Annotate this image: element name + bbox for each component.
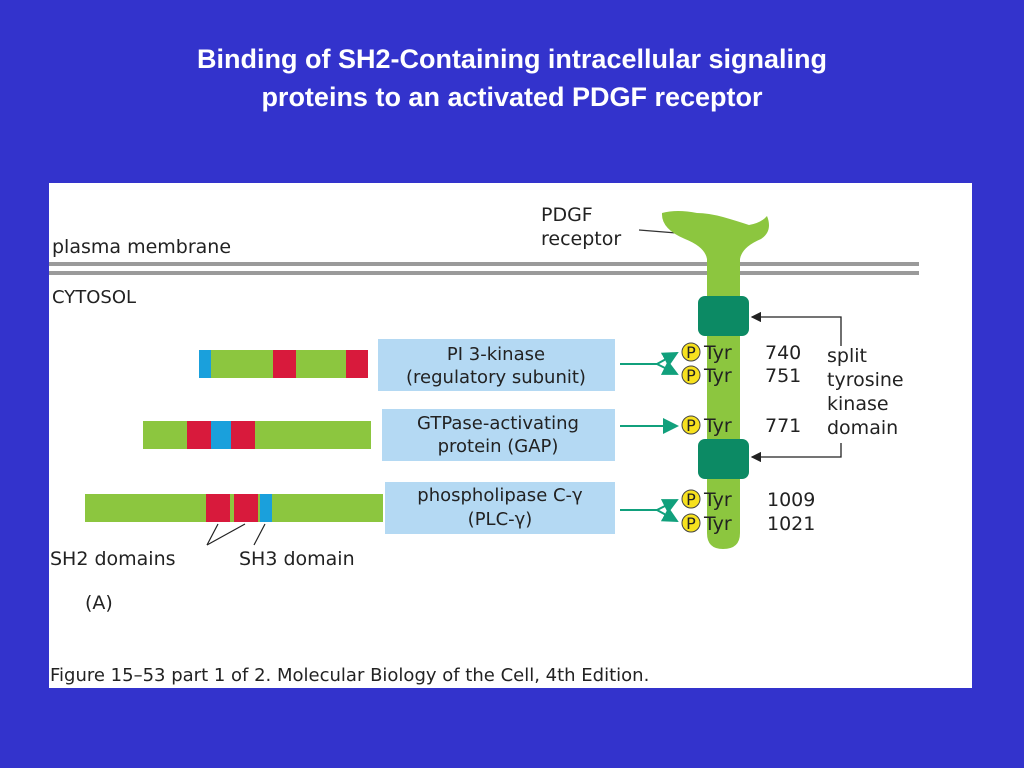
- tyr-label: Tyr: [703, 342, 732, 364]
- phospho-symbol: P: [686, 343, 696, 362]
- kinase-domain-lower: [698, 439, 749, 479]
- kinase-domain-upper: [698, 296, 749, 336]
- plc-binding-arrows: [620, 499, 679, 522]
- sh2-domain: [273, 350, 296, 378]
- tyr-label: Tyr: [703, 415, 732, 437]
- gap-label-line-1: GTPase-activating: [417, 413, 579, 434]
- pi3k-label-line-2: (regulatory subunit): [406, 367, 586, 388]
- sh2-domain: [231, 421, 255, 449]
- sh3-domain: [199, 350, 211, 378]
- figure-panel: plasma membrane CYTOSOL PDGF receptor P …: [49, 183, 972, 688]
- tyr-label: Tyr: [703, 365, 732, 387]
- phosphotyrosine-1021: P Tyr 1021: [681, 513, 815, 535]
- phosphotyrosine-740: P Tyr 740: [681, 342, 801, 364]
- phospho-symbol: P: [686, 490, 696, 509]
- plc-label-line-1: phospholipase C-γ: [417, 485, 583, 506]
- pdgf-receptor: [661, 211, 769, 549]
- sh3-domain: [211, 421, 231, 449]
- slide-title-line-2: proteins to an activated PDGF receptor: [261, 82, 763, 112]
- tyr-label: Tyr: [703, 489, 732, 511]
- site-number-751: 751: [765, 365, 801, 387]
- phospho-symbol: P: [686, 514, 696, 533]
- receptor-label-line-2: receptor: [541, 228, 621, 250]
- plasma-membrane-label: plasma membrane: [52, 236, 231, 258]
- slide-title-line-1: Binding of SH2-Containing intracellular …: [196, 44, 828, 74]
- plc-gamma-protein: [85, 494, 383, 522]
- phosphotyrosine-751: P Tyr 751: [681, 365, 801, 387]
- sh2-domain: [346, 350, 368, 378]
- site-number-1021: 1021: [767, 513, 815, 535]
- slide-title: Binding of SH2-Containing intracellular …: [0, 40, 1024, 116]
- pi3k-protein: [199, 350, 368, 378]
- plc-label-line-2: (PLC-γ): [468, 509, 533, 530]
- gap-protein: [143, 421, 371, 449]
- figure-caption: Figure 15–53 part 1 of 2. Molecular Biol…: [50, 665, 649, 686]
- kinase-domain-bracket: [750, 311, 842, 463]
- site-number-1009: 1009: [767, 489, 815, 511]
- sh3-domain: [260, 494, 272, 522]
- phospho-symbol: P: [686, 416, 696, 435]
- kinase-domain-label-line-1: split: [827, 345, 867, 367]
- kinase-domain-label-line-2: tyrosine: [827, 369, 904, 391]
- phosphotyrosine-771: P Tyr 771: [681, 415, 801, 437]
- plasma-membrane: [49, 262, 919, 275]
- phosphotyrosine-1009: P Tyr 1009: [681, 489, 815, 511]
- cytosol-label: CYTOSOL: [52, 287, 136, 308]
- pi3k-label-line-1: PI 3-kinase: [447, 344, 545, 365]
- kinase-domain-label-line-3: kinase: [827, 393, 889, 415]
- sh2-domain: [234, 494, 258, 522]
- pdgf-receptor-diagram: plasma membrane CYTOSOL PDGF receptor P …: [49, 204, 919, 686]
- kinase-domain-label-line-4: domain: [827, 417, 898, 439]
- sh2-domain: [206, 494, 230, 522]
- tyr-label: Tyr: [703, 513, 732, 535]
- gap-label-box: [382, 409, 615, 461]
- site-number-740: 740: [765, 342, 801, 364]
- receptor-label-line-1: PDGF: [541, 204, 593, 226]
- domain-callout-lines: [206, 523, 266, 546]
- pi3k-label-box: [378, 339, 615, 391]
- panel-label: (A): [85, 592, 113, 614]
- sh2-domains-label: SH2 domains: [50, 548, 176, 570]
- pi3k-binding-arrows: [620, 352, 679, 375]
- site-number-771: 771: [765, 415, 801, 437]
- sh2-domain: [187, 421, 211, 449]
- plc-label-box: [385, 482, 615, 534]
- gap-label-line-2: protein (GAP): [438, 436, 559, 457]
- sh3-domain-label: SH3 domain: [239, 548, 355, 570]
- phospho-symbol: P: [686, 366, 696, 385]
